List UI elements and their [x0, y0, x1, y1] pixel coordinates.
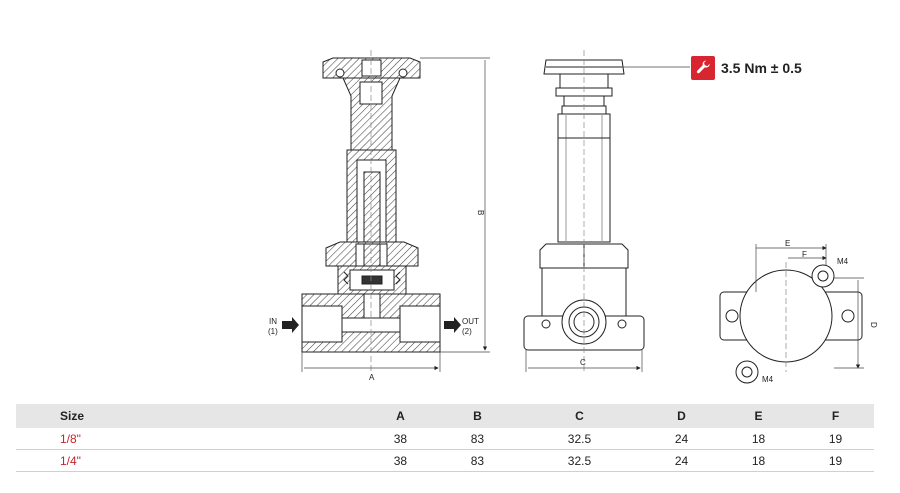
side-view: [523, 50, 690, 372]
table-row: 1/8" 38 83 32.5 24 18 19: [16, 428, 874, 450]
table-cell: 18: [720, 428, 797, 450]
wrench-icon: [691, 56, 715, 80]
header-b: B: [438, 404, 516, 428]
size-cell: 1/8": [16, 428, 362, 450]
table-cell: 38: [361, 449, 439, 472]
table-cell: 38: [361, 428, 439, 450]
table-cell: 83: [438, 428, 516, 450]
table-row: 1/4" 38 83 32.5 24 18 19: [16, 449, 874, 472]
in-label: IN: [269, 317, 277, 326]
thread-label-top: M4: [837, 257, 849, 266]
out-arrow: [444, 317, 461, 333]
table-cell: 32.5: [515, 428, 644, 450]
table-cell: 19: [796, 428, 874, 450]
valve-technical-drawing: A B IN (1) OUT (2) C: [268, 50, 878, 384]
thread-label-bottom: M4: [762, 375, 774, 384]
header-a: A: [361, 404, 439, 428]
dimension-e-label: E: [785, 239, 790, 248]
header-c: C: [515, 404, 644, 428]
torque-value: 3.5 Nm ± 0.5: [721, 60, 802, 76]
header-e: E: [720, 404, 797, 428]
torque-callout: 3.5 Nm ± 0.5: [691, 56, 802, 80]
bottom-view: [719, 244, 864, 384]
dimension-d-label: D: [869, 322, 878, 328]
in-port-label: (1): [268, 327, 278, 336]
out-label: OUT: [462, 317, 479, 326]
table-cell: 32.5: [515, 449, 644, 472]
table-cell: 18: [720, 449, 797, 472]
table-cell: 24: [643, 428, 720, 450]
dimensions-table: Size A B C D E F 1/8" 38 83 32.5 24 18 1…: [16, 404, 874, 472]
header-size: Size: [16, 404, 362, 428]
table-header-row: Size A B C D E F: [16, 404, 874, 428]
in-arrow: [282, 317, 299, 333]
dimension-f-label: F: [802, 250, 807, 259]
table-cell: 83: [438, 449, 516, 472]
dimension-a-label: A: [369, 373, 375, 382]
out-port-label: (2): [462, 327, 472, 336]
dimension-c-label: C: [580, 358, 586, 367]
size-cell: 1/4": [16, 449, 362, 472]
dimension-b-label: B: [476, 210, 485, 215]
header-f: F: [796, 404, 874, 428]
table-cell: 19: [796, 449, 874, 472]
header-d: D: [643, 404, 720, 428]
table-cell: 24: [643, 449, 720, 472]
section-view: [301, 50, 490, 372]
